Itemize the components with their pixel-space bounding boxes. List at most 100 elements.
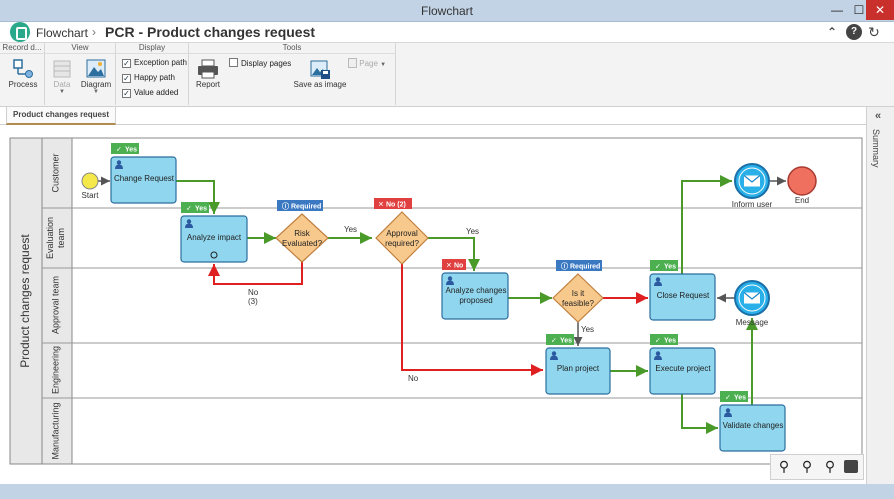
badge-no-label: No bbox=[454, 263, 463, 270]
page-dropdown[interactable]: Page ▼ bbox=[348, 58, 392, 68]
badge-yes: ✓Yes bbox=[181, 202, 209, 213]
report-label: Report bbox=[195, 80, 220, 89]
task-validate-changes[interactable]: Validate changes bbox=[719, 404, 786, 452]
badge-yes: ✓Yes bbox=[111, 143, 139, 154]
loop-marker-icon bbox=[210, 251, 218, 259]
task-plan-project[interactable]: Plan project bbox=[545, 347, 611, 395]
lane-label-manufacturing: Manufacturing bbox=[50, 402, 60, 459]
gateway-risk-label-part1: Risk bbox=[294, 229, 311, 238]
svg-text:✕: ✕ bbox=[446, 263, 452, 270]
breadcrumb-flowchart[interactable]: Flowchart bbox=[36, 26, 89, 40]
page-icon bbox=[348, 58, 357, 68]
badge-yes: ✓Yes bbox=[720, 391, 748, 402]
display-pages-checkbox[interactable]: Display pages bbox=[229, 58, 291, 68]
inform-user-label: Inform user bbox=[732, 200, 773, 209]
svg-text:✓: ✓ bbox=[655, 338, 661, 345]
gateway-approval-label-part2: required? bbox=[385, 239, 419, 248]
data-icon bbox=[53, 60, 71, 78]
task-analyze-changes-label-part1: Analyze changes bbox=[446, 286, 507, 295]
process-button[interactable]: Process bbox=[6, 58, 40, 89]
inform-user-event[interactable] bbox=[734, 163, 770, 199]
diagram-button[interactable]: Diagram ▼ bbox=[80, 58, 112, 95]
ribbon-group-tools: Tools bbox=[189, 43, 395, 54]
happy-path-checkbox[interactable]: ✓Happy path bbox=[122, 73, 175, 83]
message-event[interactable] bbox=[734, 280, 770, 316]
svg-text:✓: ✓ bbox=[186, 206, 192, 213]
zoom-out-icon[interactable]: ⚲ bbox=[778, 458, 790, 474]
process-label: Process bbox=[8, 80, 38, 89]
start-event[interactable] bbox=[81, 172, 99, 190]
task-execute-project[interactable]: Execute project bbox=[649, 347, 716, 395]
checkbox-unchecked-icon bbox=[229, 58, 238, 67]
export-view-icon[interactable] bbox=[844, 460, 858, 473]
svg-text:✕: ✕ bbox=[378, 202, 384, 209]
ribbon-divider bbox=[395, 43, 396, 105]
flow-label-no-count: (3) bbox=[248, 297, 258, 306]
start-event-label: Start bbox=[82, 191, 100, 200]
expand-left-icon[interactable]: « bbox=[875, 110, 882, 122]
data-button[interactable]: Data ▼ bbox=[48, 58, 76, 95]
badge-yes-label: Yes bbox=[560, 338, 572, 345]
task-change-request[interactable]: Change Request bbox=[110, 156, 177, 204]
collapse-up-icon[interactable]: ⌃ bbox=[826, 25, 838, 39]
diagram-label: Diagram bbox=[80, 80, 112, 89]
end-event[interactable] bbox=[787, 166, 817, 196]
ribbon-divider bbox=[188, 43, 189, 105]
save-as-image-button[interactable]: Save as image bbox=[292, 58, 348, 89]
svg-text:ⓘ: ⓘ bbox=[561, 262, 568, 271]
save-as-image-label: Save as image bbox=[293, 80, 347, 89]
tab-product-changes-request[interactable]: Product changes request bbox=[6, 107, 117, 125]
page-dropdown-icon: ▼ bbox=[380, 62, 387, 68]
minimize-icon[interactable]: — bbox=[831, 3, 843, 17]
report-button[interactable]: Report bbox=[192, 58, 224, 89]
summary-label: Summary bbox=[871, 129, 881, 168]
diagram-canvas[interactable]: Product changes request Customer Evaluat… bbox=[0, 126, 866, 484]
value-added-checkbox[interactable]: ✓Value added bbox=[122, 88, 178, 98]
task-close-request[interactable]: Close Request bbox=[649, 273, 716, 321]
summary-panel[interactable]: « Summary bbox=[866, 107, 894, 484]
flow-execute-to-validate bbox=[681, 394, 718, 434]
zoom-fit-icon[interactable]: ⚲ bbox=[824, 458, 836, 474]
flow-close-to-inform bbox=[681, 175, 732, 274]
badge-no-count: ✕No (2) bbox=[374, 198, 412, 209]
refresh-icon[interactable]: ↻ bbox=[868, 24, 880, 40]
help-icon[interactable]: ? bbox=[846, 24, 862, 40]
svg-text:✓: ✓ bbox=[725, 395, 731, 402]
svg-text:✓: ✓ bbox=[551, 338, 557, 345]
ribbon-divider bbox=[115, 43, 116, 105]
close-icon[interactable]: ✕ bbox=[866, 0, 894, 20]
zoom-in-icon[interactable]: ⚲ bbox=[801, 458, 813, 474]
task-plan-project-label: Plan project bbox=[557, 364, 600, 373]
lane-label-engineering: Engineering bbox=[50, 346, 60, 394]
envelope-icon bbox=[743, 291, 761, 305]
flow-change-to-analyze bbox=[176, 180, 220, 214]
badge-yes: ✓Yes bbox=[650, 260, 678, 271]
badge-no-count-label: No (2) bbox=[386, 202, 406, 209]
page-title: PCR - Product changes request bbox=[105, 24, 316, 40]
checkbox-checked-icon: ✓ bbox=[122, 59, 131, 68]
svg-text:✓: ✓ bbox=[655, 264, 661, 271]
printer-icon bbox=[198, 59, 218, 79]
flow-label-yes: Yes bbox=[344, 225, 357, 234]
badge-required-label: Required bbox=[291, 204, 321, 211]
checkbox-checked-icon: ✓ bbox=[122, 89, 131, 98]
task-close-request-label: Close Request bbox=[657, 291, 710, 300]
exception-path-checkbox[interactable]: ✓Exception path bbox=[122, 58, 187, 68]
ribbon-group-view: View bbox=[45, 43, 115, 54]
maximize-icon[interactable]: ☐ bbox=[853, 3, 865, 17]
save-image-icon bbox=[310, 60, 330, 79]
flow-approval-yes bbox=[427, 237, 480, 271]
badge-no: ✕No bbox=[442, 259, 466, 270]
message-event-label: Message bbox=[736, 318, 769, 327]
task-analyze-impact[interactable]: Analyze impact bbox=[180, 215, 248, 263]
end-event-label: End bbox=[795, 196, 809, 205]
flow-risk-no-back bbox=[208, 262, 303, 285]
ribbon-group-record: Record d... bbox=[0, 43, 44, 54]
